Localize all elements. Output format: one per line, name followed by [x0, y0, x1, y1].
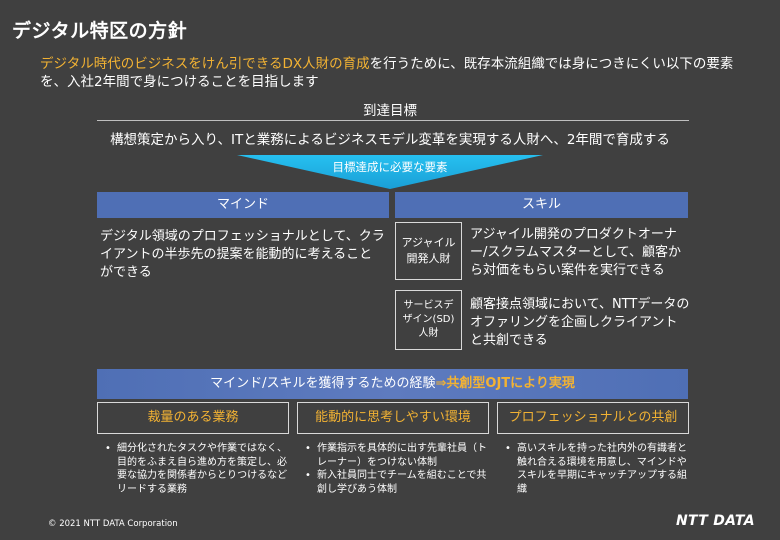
list-item: 細分化されたタスクや作業ではなく、目的をふまえ自ら進め方を策定し、必要な協力を関… [103, 442, 289, 496]
pillar-environment: 能動的に思考しやすい環境 [297, 402, 489, 434]
pillar-discretion: 裁量のある業務 [97, 402, 289, 434]
list-item: 新入社員同士でチームを組むことで共創し学びあう体制 [303, 469, 489, 496]
goal-text: 構想策定から入り、ITと業務によるビジネスモデル変革を実現する人財へ、2年間で育… [110, 132, 670, 148]
goal-label: 到達目標 [363, 103, 417, 119]
skill-header: スキル [395, 192, 688, 218]
experience-prefix: マインド/スキルを獲得するための経験 [210, 376, 436, 391]
intro-text: デジタル時代のビジネスをけん引できるDX人財の育成を行うために、既存本流組織では… [40, 55, 760, 91]
experience-bar: マインド/スキルを獲得するための経験⇒共創型OJTにより実現 [97, 369, 688, 399]
goal-divider [97, 120, 689, 121]
pillar-cocreation: プロフェッショナルとの共創 [497, 402, 689, 434]
skill-tag-agile-label: アジャイル開発人財 [401, 236, 456, 265]
skill-text-agile: アジャイル開発のプロダクトオーナー/スクラムマスターとして、顧客から対価をもらい… [470, 227, 681, 278]
skill-tag-sd: サービスデザイン(SD)人財 [395, 290, 462, 350]
list-item: 作業指示を具体的に出す先輩社員（トレーナー）をつけない体制 [303, 442, 489, 469]
intro-highlight: デジタル時代のビジネスをけん引できるDX人財の育成 [40, 56, 370, 72]
intro-rest: を行うために、既存本流組織では身につきにくい以下の要素を、入社2年間で身につける… [40, 56, 734, 90]
experience-highlight: ⇒共創型OJTにより実現 [435, 376, 575, 391]
list-item: 高いスキルを持った社内外の有識者と触れ合える環境を用意し、マインドやスキルを早期… [503, 442, 689, 496]
mind-header: マインド [97, 192, 389, 218]
skill-text-sd: 顧客接点領域において、NTTデータのオファリングを企画しクライアントと共創できる [470, 297, 690, 348]
ntt-data-logo: NTT DATA [676, 513, 755, 529]
elements-triangle [237, 155, 543, 189]
elements-label: 目標達成に必要な要素 [332, 160, 448, 174]
mind-text: デジタル領域のプロフェッショナルとして、クライアントの半歩先の提案を能動的に考え… [100, 229, 385, 280]
copyright: © 2021 NTT DATA Corporation [48, 519, 178, 529]
pillar-environment-bullets: 作業指示を具体的に出す先輩社員（トレーナー）をつけない体制 新入社員同士でチーム… [303, 442, 489, 496]
pillar-discretion-bullets: 細分化されたタスクや作業ではなく、目的をふまえ自ら進め方を策定し、必要な協力を関… [103, 442, 289, 496]
page-title: デジタル特区の方針 [12, 20, 188, 42]
skill-tag-sd-label: サービスデザイン(SD)人財 [402, 300, 455, 339]
skill-tag-agile: アジャイル開発人財 [395, 222, 462, 280]
pillar-cocreation-bullets: 高いスキルを持った社内外の有識者と触れ合える環境を用意し、マインドやスキルを早期… [503, 442, 689, 496]
